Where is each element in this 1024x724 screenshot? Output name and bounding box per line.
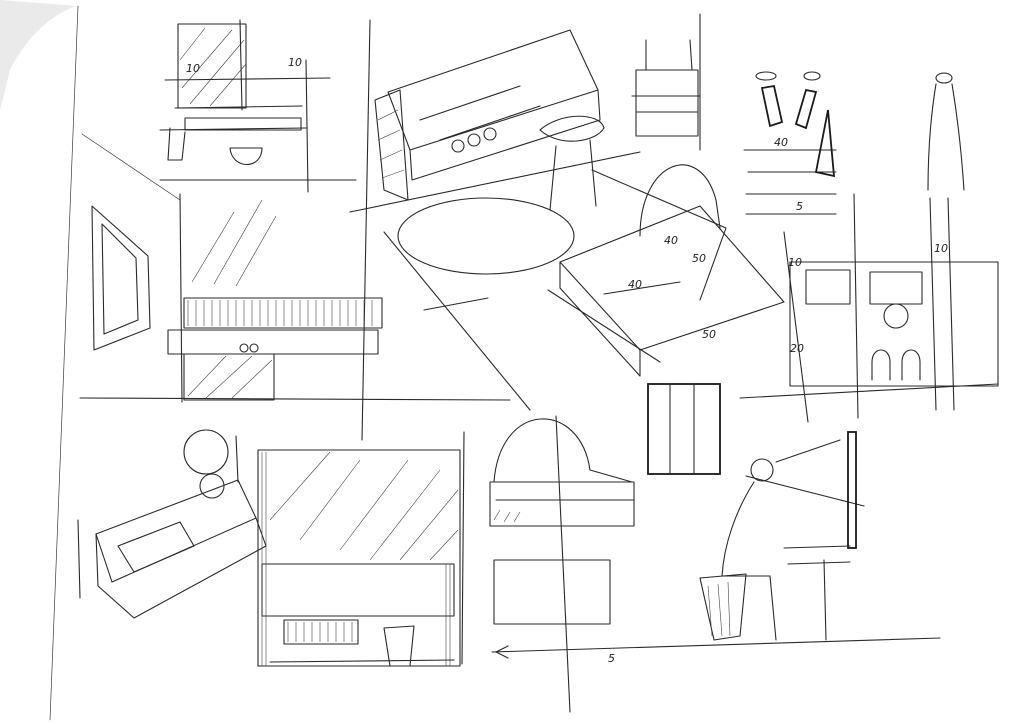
dimension-label: 10 [934, 242, 948, 255]
pencil-smudge [0, 0, 78, 110]
window-elevation [647, 383, 721, 475]
dimension-label: 10 [186, 62, 200, 75]
dimension-label: 50 [692, 252, 706, 265]
sconce-elevation: 40 5 [743, 109, 837, 215]
dimension-label: 5 [796, 200, 803, 213]
dimension-label: 5 [608, 652, 615, 665]
dimension-label: 10 [288, 56, 302, 69]
pendant-lamp-sketch [755, 71, 965, 191]
bench-elevation [79, 193, 511, 403]
dimension-label: 40 [664, 234, 678, 247]
dimension-label: 10 [788, 256, 802, 269]
arched-elevation: 10 10 20 [739, 193, 999, 423]
elevation-top-left: 10 10 [159, 19, 357, 193]
dimension-label: 40 [774, 136, 788, 149]
arch-counter-elevation: 5 [461, 415, 941, 713]
room-elevation-hatched [257, 449, 461, 667]
paper-fold-line [49, 5, 79, 721]
wall-frame-sketch [81, 133, 181, 351]
island-perspective [349, 19, 641, 441]
seated-figure-sketch [699, 431, 865, 641]
dimension-label: 20 [790, 342, 804, 355]
dimension-label: 50 [702, 328, 716, 341]
bed-perspective: 40 40 50 50 [383, 164, 785, 411]
shelf-elevation [631, 13, 701, 151]
dimension-label: 40 [628, 278, 642, 291]
sofa-perspective [77, 429, 267, 619]
